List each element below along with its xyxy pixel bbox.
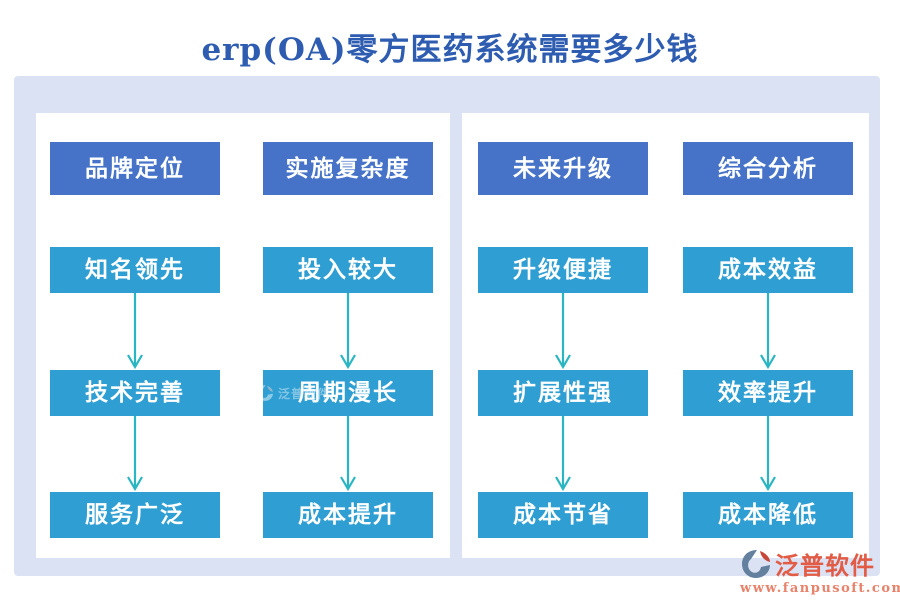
flow-column-brand-positioning: 品牌定位 知名领先 技术完善 服务广泛: [50, 113, 220, 558]
flow-column-future-upgrade: 未来升级 升级便捷 扩展性强 成本节省: [478, 113, 648, 558]
flow-item-box: 周期漫长: [263, 370, 433, 416]
footer-brand-logo: 泛普软件 www.fanpusoft.com: [740, 546, 900, 596]
down-arrow-icon: [554, 416, 572, 492]
down-arrow-icon: [759, 416, 777, 492]
brand-url-text: www.fanpusoft.com: [740, 581, 900, 596]
category-header-box: 实施复杂度: [263, 142, 433, 195]
diagram-board: 品牌定位 知名领先 技术完善 服务广泛 实施复杂度 投入较大 周期漫长: [14, 76, 880, 576]
page-title: erp(OA)零方医药系统需要多少钱: [201, 32, 699, 68]
flow-item-box: 效率提升: [683, 370, 853, 416]
diagram-panel-right: 未来升级 升级便捷 扩展性强 成本节省 综合分析 成本效益 效率提升: [462, 113, 869, 558]
down-arrow-icon: [554, 293, 572, 370]
category-header-box: 未来升级: [478, 142, 648, 195]
flow-item-box: 技术完善: [50, 370, 220, 416]
footer-brand-row: 泛普软件: [740, 546, 895, 581]
down-arrow-icon: [126, 416, 144, 492]
flow-column-implementation-complexity: 实施复杂度 投入较大 周期漫长 成本提升: [263, 113, 433, 558]
flow-item-box: 成本效益: [683, 247, 853, 293]
flow-item-box: 知名领先: [50, 247, 220, 293]
flow-item-box: 服务广泛: [50, 492, 220, 538]
category-header-box: 品牌定位: [50, 142, 220, 195]
flow-item-box: 投入较大: [263, 247, 433, 293]
brand-name-text: 泛普软件: [775, 551, 875, 580]
down-arrow-icon: [339, 293, 357, 370]
down-arrow-icon: [759, 293, 777, 370]
flow-item-box: 成本降低: [683, 492, 853, 538]
down-arrow-icon: [339, 416, 357, 492]
category-header-box: 综合分析: [683, 142, 853, 195]
flow-item-box: 升级便捷: [478, 247, 648, 293]
flow-item-box: 成本节省: [478, 492, 648, 538]
flow-column-comprehensive-analysis: 综合分析 成本效益 效率提升 成本降低: [683, 113, 853, 558]
flow-item-box: 扩展性强: [478, 370, 648, 416]
down-arrow-icon: [126, 293, 144, 370]
diagram-panel-left: 品牌定位 知名领先 技术完善 服务广泛 实施复杂度 投入较大 周期漫长: [36, 113, 450, 558]
flow-item-box: 成本提升: [263, 492, 433, 538]
brand-logo-icon: [742, 549, 770, 578]
